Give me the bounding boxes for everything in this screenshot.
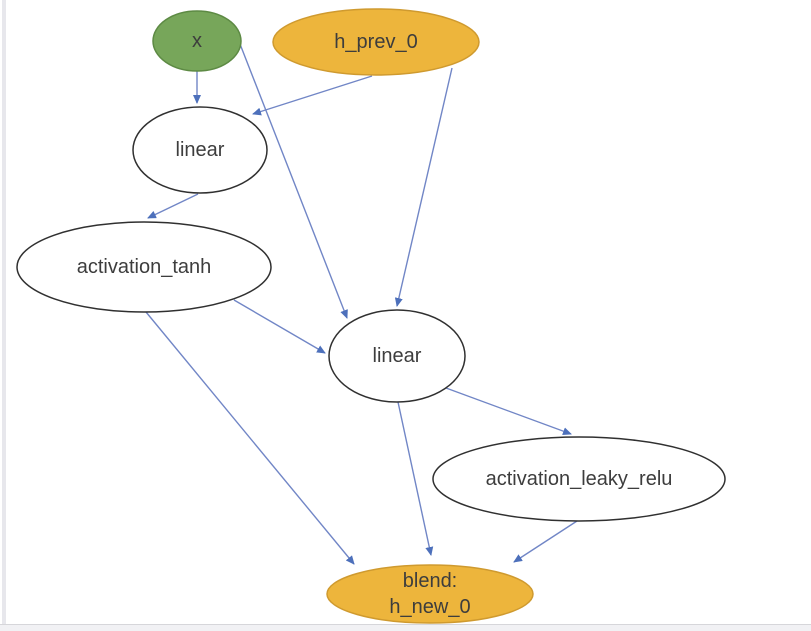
node-shape-activation_leaky_relu[interactable]	[432, 436, 726, 522]
edge-activation_tanh-to-linear_2[interactable]	[233, 299, 326, 354]
node-shape-linear_1[interactable]	[132, 106, 268, 194]
node-shape-linear_2[interactable]	[328, 309, 466, 403]
node-activation_tanh[interactable]: activation_tanh	[16, 221, 272, 313]
edge-linear_2-to-blend_h_new_0[interactable]	[397, 401, 434, 556]
canvas-left-edge	[2, 0, 6, 624]
edge-activation_tanh-to-blend_h_new_0[interactable]	[145, 311, 355, 565]
edge-h_prev_0-to-linear_2[interactable]	[394, 67, 453, 307]
node-h_prev_0[interactable]: h_prev_0	[272, 8, 480, 76]
node-x[interactable]: x	[152, 10, 242, 72]
node-shape-activation_tanh[interactable]	[16, 221, 272, 313]
canvas-bottom-edge	[0, 624, 811, 631]
edge-h_prev_0-to-linear_1[interactable]	[252, 75, 373, 116]
node-shape-x[interactable]	[152, 10, 242, 72]
edge-linear_2-to-activation_leaky_relu[interactable]	[445, 387, 572, 435]
edge-activation_leaky_relu-to-blend_h_new_0[interactable]	[513, 520, 578, 563]
node-linear_2[interactable]: linear	[328, 309, 466, 403]
node-activation_leaky_relu[interactable]: activation_leaky_relu	[432, 436, 726, 522]
edge-x-to-linear_2[interactable]	[239, 43, 348, 319]
node-shape-h_prev_0[interactable]	[272, 8, 480, 76]
node-linear_1[interactable]: linear	[132, 106, 268, 194]
edge-linear_1-to-activation_tanh[interactable]	[147, 193, 199, 219]
node-blend_h_new_0[interactable]: blend:h_new_0	[326, 564, 534, 624]
node-shape-blend_h_new_0[interactable]	[326, 564, 534, 624]
